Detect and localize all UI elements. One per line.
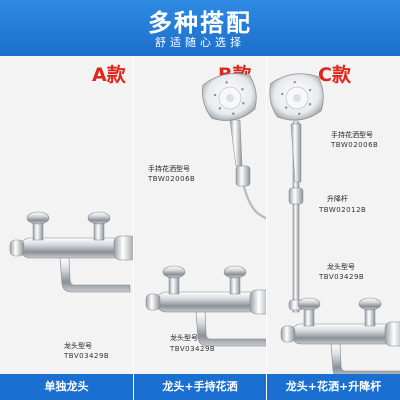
hand-shower-model-code: TBW02006B [148,175,196,183]
slide-bar-model-code: TBW02012B [319,206,367,214]
panel-a[interactable]: A款 龙头型号 TBV03429B [0,56,133,374]
faucet-image [9,211,133,293]
hand-shower-model-code: TBW02006B [331,141,379,149]
faucet-model-title: 龙头型号 [170,334,198,342]
hand-shower-model-title: 手持花洒型号 [331,131,373,139]
hand-shower-image [198,68,266,221]
faucet-image [280,297,400,374]
panel-b[interactable]: B款 手持花洒型号 TBW02006B 龙头型号 TBV03429B [134,56,266,374]
faucet-model-title: 龙头型号 [327,263,355,271]
tab-faucet-shower-bar[interactable]: 龙头+花洒+升降杆 [267,374,400,400]
slide-bar-model-title: 升降杆 [327,195,348,203]
tab-faucet-hand-shower[interactable]: 龙头+手持花洒 [134,374,266,400]
slide-bar-image [267,70,327,313]
faucet-model-code: TBV03429B [319,273,365,281]
footer-tabs: 单独龙头 龙头+手持花洒 龙头+花洒+升降杆 [0,374,400,400]
faucet-model-title: 龙头型号 [64,342,92,350]
panel-c-label: C款 [318,64,351,86]
hand-shower-model-title: 手持花洒型号 [148,165,190,173]
panel-a-label: A款 [92,64,126,86]
faucet-model-code: TBV03429B [64,352,110,360]
banner-title: 多种搭配 [148,9,252,37]
product-panels: A款 龙头型号 TBV03429B B款 手持花洒型号 TBW02006B 龙头… [0,56,400,374]
tab-faucet-only[interactable]: 单独龙头 [0,374,133,400]
banner-subtitle: 舒适随心选择 [155,36,245,49]
faucet-model-code: TBV03429B [170,345,216,353]
faucet-image [145,265,266,347]
header-banner: 多种搭配 舒适随心选择 [0,0,400,56]
panel-c[interactable]: C款 手持花洒型号 TBW02006B 升降杆 TBW02012B 龙头型号 T… [267,56,400,374]
